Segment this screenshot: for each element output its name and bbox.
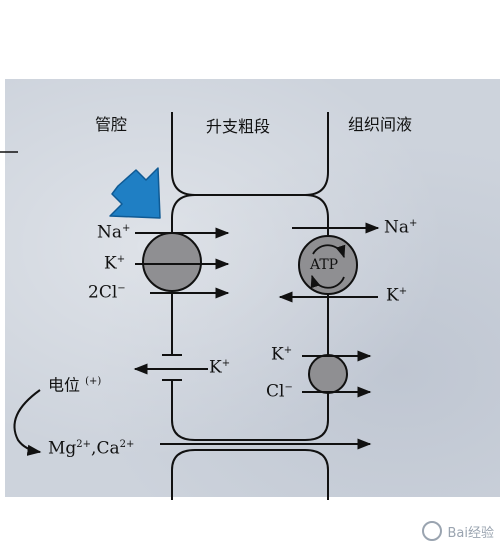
ascending-limb-heading: 升支粗段 bbox=[206, 117, 271, 136]
atp-cycle-arrow-top bbox=[312, 244, 346, 259]
ion-label-k: K+ bbox=[104, 253, 126, 274]
highlight-arrow bbox=[109, 167, 161, 219]
cell-wall-left bbox=[171, 194, 196, 441]
ion-label-na: Na+ bbox=[97, 222, 131, 243]
potential-label: 电位 (+) bbox=[48, 375, 102, 395]
ion-label-na-out: Na+ bbox=[384, 217, 418, 238]
paw-icon bbox=[421, 521, 442, 541]
atp-cycle-arrow-bottom bbox=[310, 274, 345, 289]
lumen-heading: 管腔 bbox=[95, 115, 128, 134]
interstitial-heading: 组织间液 bbox=[348, 115, 413, 134]
ion-label-2cl: 2Cl− bbox=[88, 282, 126, 303]
kcl-cotransporter bbox=[308, 354, 348, 394]
ion-label-k-pump: K+ bbox=[386, 285, 408, 306]
cell-wall-left-top bbox=[171, 112, 196, 196]
ion-label-mg-ca: Mg2+,Ca2+ bbox=[48, 438, 135, 459]
figure-photo-background bbox=[5, 79, 500, 497]
atp-label: ATP bbox=[310, 257, 339, 273]
cell-wall-right bbox=[304, 194, 329, 441]
curved-arrow-potential bbox=[13, 389, 42, 456]
ion-label-k-channel: K+ bbox=[209, 357, 231, 378]
nkcc2-cotransporter bbox=[142, 232, 202, 292]
ion-label-cl-baso: Cl− bbox=[266, 381, 293, 402]
watermark-text: Bai经验 bbox=[447, 525, 495, 541]
ion-label-k-baso: K+ bbox=[271, 344, 293, 365]
cell-wall-right-top bbox=[304, 112, 329, 196]
watermark: Bai经验 bbox=[421, 521, 495, 541]
lower-cell-wall bbox=[171, 449, 329, 500]
